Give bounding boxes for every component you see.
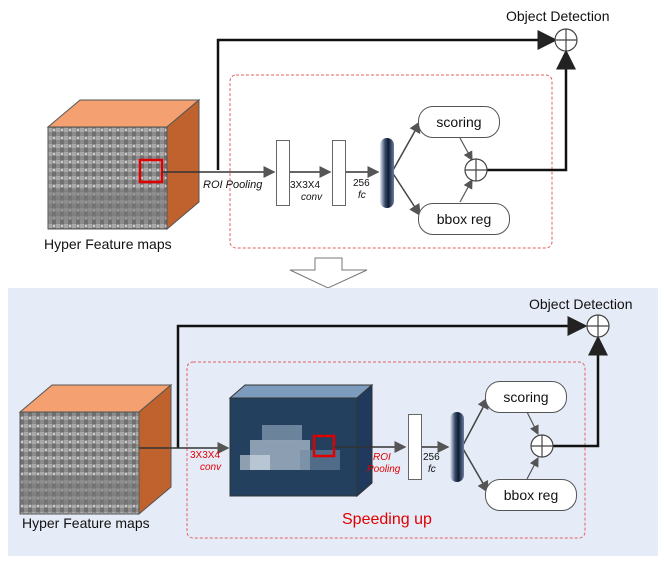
transition-arrow	[289, 257, 368, 289]
bottom-scoring-node: scoring	[485, 381, 567, 413]
top-conv-label-1: 3X3X4	[290, 180, 321, 191]
top-dashed-region	[229, 74, 553, 249]
bottom-roi-label-1: ROI	[373, 452, 391, 463]
bottom-inner-sum	[530, 434, 554, 458]
bottom-bbox-to-sum	[526, 456, 539, 480]
bottom-conv-label-2: conv	[200, 462, 222, 473]
top-conv-label-2: conv	[301, 192, 323, 203]
top-bbox-node: bbox reg	[418, 203, 510, 235]
top-roi-box	[138, 158, 164, 184]
bottom-roi-box	[312, 434, 336, 458]
top-skip-arrow	[216, 30, 558, 170]
top-feature-label: Hyper Feature maps	[44, 236, 172, 252]
bottom-fc-label-1: 256	[423, 452, 440, 463]
bottom-to-scoring	[461, 396, 489, 448]
top-fc-bar	[380, 138, 394, 208]
top-title: Object Detection	[506, 8, 610, 24]
bottom-roi-label-2: Pooling	[367, 464, 401, 475]
speed-label: Speeding up	[342, 511, 432, 528]
bottom-bbox-node: bbox reg	[485, 479, 577, 511]
top-to-bbox	[391, 171, 421, 217]
bottom-feature-cube	[18, 383, 173, 516]
top-scoring-label: scoring	[436, 114, 482, 130]
bottom-bbox-label: bbox reg	[503, 487, 559, 503]
bottom-object-detection-sum	[586, 314, 610, 338]
top-inner-sum	[464, 158, 488, 182]
bottom-scoring-label: scoring	[503, 389, 549, 405]
bottom-to-bbox	[461, 446, 489, 494]
bottom-output-arrow	[553, 335, 608, 448]
top-object-detection-sum	[554, 28, 578, 52]
bottom-scoring-to-sum	[526, 411, 539, 436]
top-conv-box-1	[276, 140, 290, 206]
top-fc-label-1: 256	[353, 178, 370, 189]
top-conv-box-2	[332, 140, 346, 206]
bottom-feature-label: Hyper Feature maps	[22, 515, 150, 531]
top-scoring-to-sum	[459, 137, 473, 162]
top-fc-label-2: fc	[358, 190, 366, 201]
top-scoring-node: scoring	[418, 106, 500, 138]
bottom-conv-feature-map	[228, 383, 374, 498]
top-roi-label: ROI Pooling	[203, 179, 263, 191]
top-output-arrow	[487, 49, 576, 172]
bottom-fc-label-2: fc	[428, 464, 436, 475]
bottom-skip-arrow	[176, 316, 588, 448]
bottom-fc-bar	[450, 412, 464, 482]
bottom-dashed-region	[186, 361, 586, 539]
bottom-conv-label-1: 3X3X4	[190, 450, 221, 461]
top-feature-cube	[46, 98, 201, 231]
top-bbox-label: bbox reg	[436, 211, 492, 227]
top-to-scoring	[391, 120, 421, 173]
bottom-title: Object Detection	[529, 296, 633, 312]
bottom-roi-box-fc	[408, 414, 422, 480]
top-bbox-to-sum	[459, 178, 473, 203]
